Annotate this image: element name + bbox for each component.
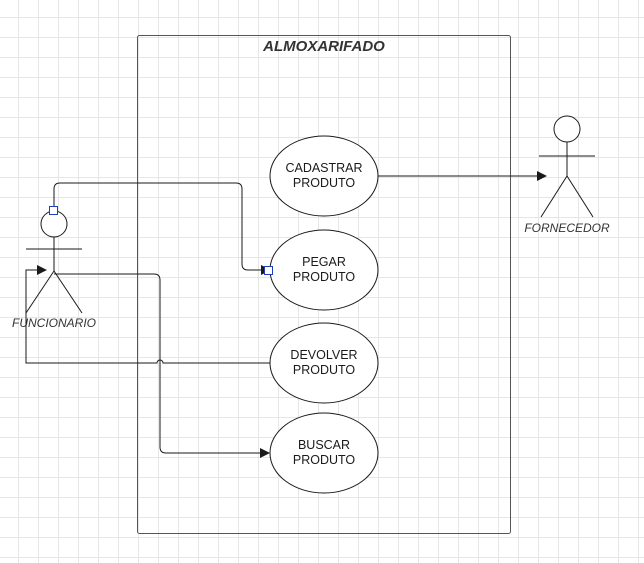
use-case-cadastrar-produto[interactable]: CADASTRAR PRODUTO bbox=[269, 135, 379, 217]
use-case-devolver-line2: PRODUTO bbox=[293, 363, 356, 377]
system-boundary[interactable] bbox=[137, 35, 511, 534]
connector-funcionario-buscar[interactable] bbox=[54, 273, 270, 458]
use-case-pegar-produto[interactable]: PEGAR PRODUTO bbox=[269, 229, 379, 311]
use-case-buscar-line2: PRODUTO bbox=[293, 453, 356, 467]
connector-devolver-funcionario[interactable] bbox=[25, 265, 270, 364]
connector-handle-pegar[interactable] bbox=[264, 266, 273, 275]
use-case-cadastrar-line2: PRODUTO bbox=[293, 176, 356, 190]
use-case-devolver-line1: DEVOLVER bbox=[290, 348, 357, 362]
use-case-devolver-produto[interactable]: DEVOLVER PRODUTO bbox=[269, 322, 379, 404]
use-case-cadastrar-line1: CADASTRAR bbox=[285, 161, 362, 175]
actor-funcionario[interactable] bbox=[25, 210, 83, 314]
actor-fornecedor-head bbox=[553, 115, 581, 143]
connector-handle-top[interactable] bbox=[49, 206, 58, 215]
actor-fornecedor-label: FORNECEDOR bbox=[524, 221, 610, 235]
system-title: ALMOXARIFADO bbox=[262, 38, 385, 55]
use-case-buscar-line1: BUSCAR bbox=[298, 438, 350, 452]
use-case-pegar-line2: PRODUTO bbox=[293, 270, 356, 284]
actor-funcionario-label: FUNCIONARIO bbox=[12, 316, 96, 330]
connector-funcionario-pegar[interactable] bbox=[53, 182, 271, 275]
actor-fornecedor[interactable] bbox=[539, 115, 595, 218]
use-case-buscar-produto[interactable]: BUSCAR PRODUTO bbox=[269, 412, 379, 494]
use-case-pegar-line1: PEGAR bbox=[302, 255, 346, 269]
